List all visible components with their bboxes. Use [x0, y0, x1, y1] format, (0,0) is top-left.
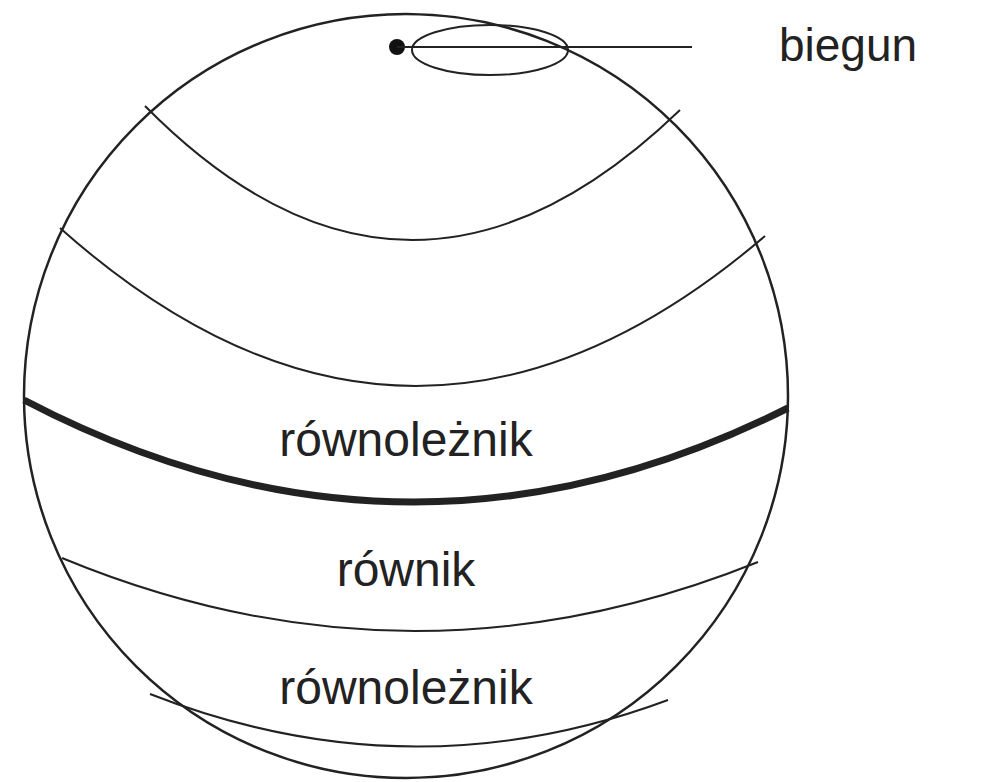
polar-parallel: [412, 25, 568, 75]
equator-label: równik: [337, 546, 476, 594]
globe-outline: [24, 14, 788, 778]
leader-line: [397, 46, 692, 48]
parallel-label: równoleżnik: [279, 416, 532, 464]
parallel-line: [60, 228, 765, 386]
equator-line: [24, 400, 788, 502]
parallel-label: równoleżnik: [279, 664, 532, 712]
parallel-line: [145, 106, 680, 240]
pole-label: biegun: [779, 22, 917, 68]
